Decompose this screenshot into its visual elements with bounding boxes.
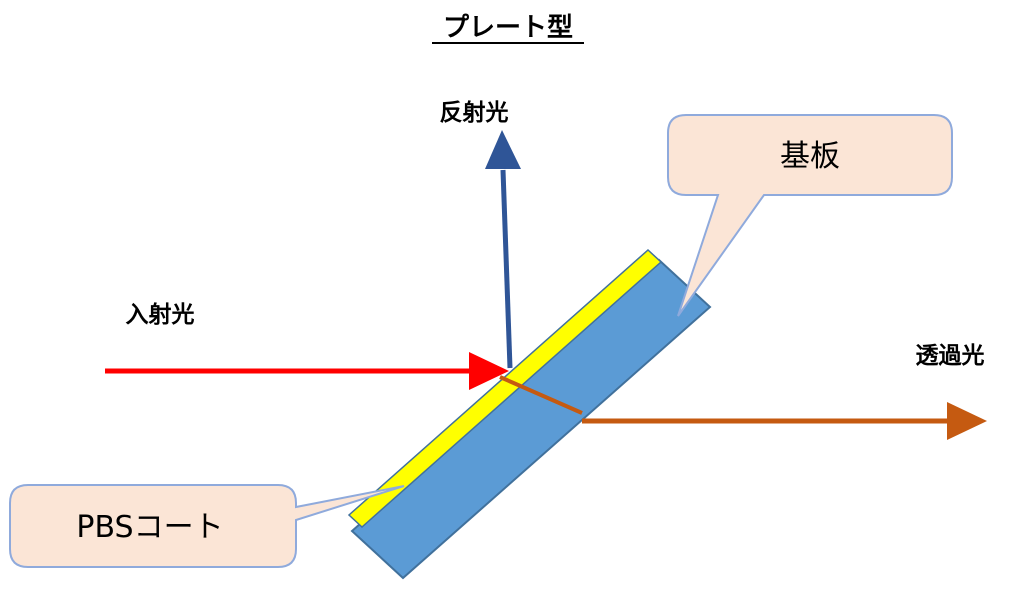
refracted-beam: [499, 375, 583, 415]
coating-label: PBSコート: [76, 510, 223, 545]
pbs-coating-layer: [347, 248, 663, 529]
substrate-label: 基板: [780, 139, 840, 174]
incident-label: 入射光: [126, 301, 195, 328]
coating-callout-box: [9, 484, 405, 568]
reflected-arrowhead: [485, 130, 521, 169]
substrate-callout-box: [667, 114, 953, 317]
diagram-title: プレート型: [443, 13, 573, 43]
incident-arrowhead: [469, 352, 509, 390]
reflected-beam: [500, 169, 513, 369]
transmitted-label: 透過光: [916, 342, 985, 369]
reflected-label: 反射光: [440, 99, 509, 126]
transmitted-arrowhead: [947, 402, 987, 440]
